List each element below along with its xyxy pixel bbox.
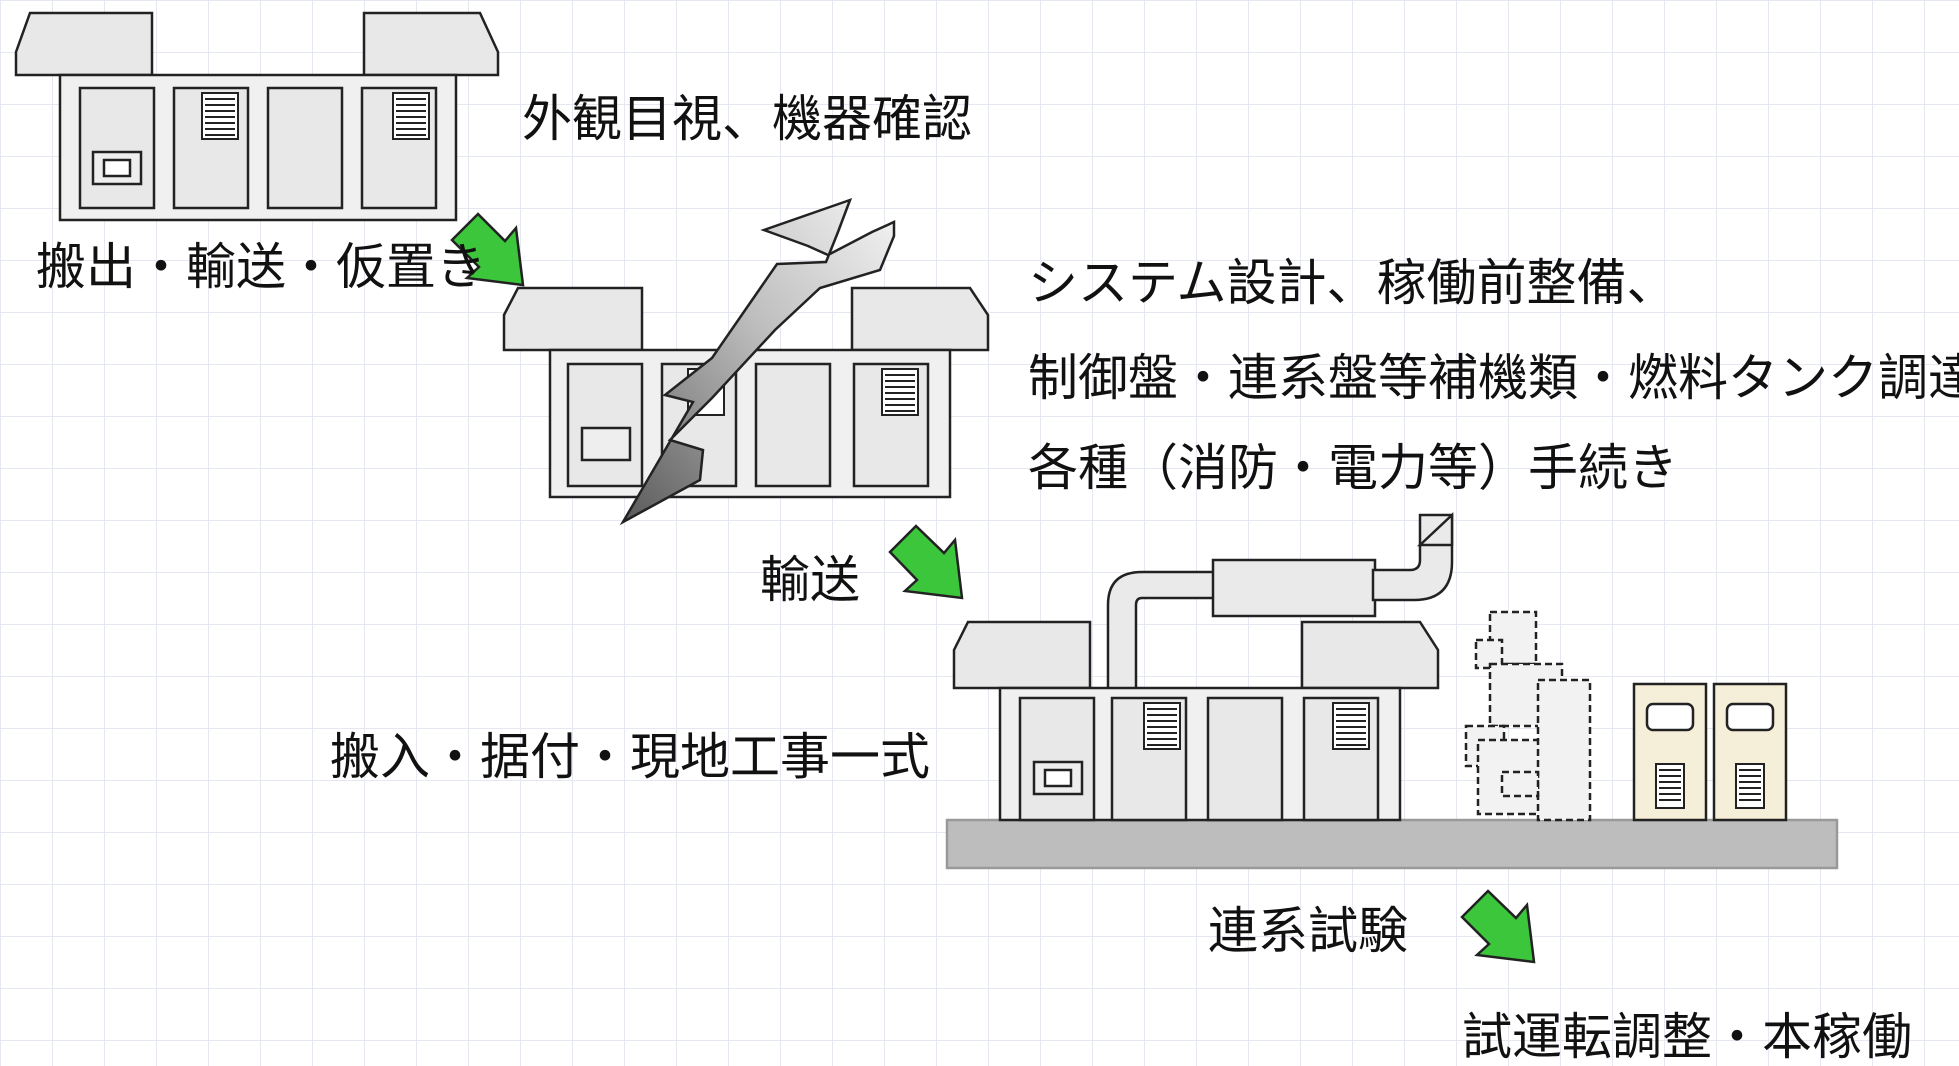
- exhaust-duct: [1106, 512, 1454, 692]
- step-grid-test-label: 連系試験: [1208, 902, 1408, 960]
- step-design-line-1: システム設計、稼働前整備、: [1028, 254, 1677, 312]
- step-commissioning-label: 試運転調整・本稼働: [1462, 1008, 1912, 1066]
- generator-unit-3: [945, 620, 1839, 870]
- auxiliary-equipment-outline: [1464, 610, 1592, 822]
- step-design-line-2: 制御盤・連系盤等補機類・燃料タンク調達、: [1028, 349, 1959, 407]
- step-installation-label: 搬入・据付・現地工事一式: [330, 728, 930, 786]
- generator-unit-2: [502, 286, 990, 499]
- arrow-icon-1: [450, 212, 525, 287]
- step-removal-transport-label: 搬出・輸送・仮置き: [36, 238, 486, 296]
- step-design-line-3: 各種（消防・電力等）手続き: [1028, 439, 1678, 497]
- arrow-icon-2: [888, 524, 964, 600]
- arrow-icon-3: [1460, 889, 1536, 964]
- step-transport-label: 輸送: [760, 551, 860, 609]
- generator-unit-1: [14, 11, 500, 222]
- step-inspection-label: 外観目視、機器確認: [522, 90, 972, 148]
- control-panels: [1632, 682, 1788, 822]
- wrench-icon: [619, 197, 896, 526]
